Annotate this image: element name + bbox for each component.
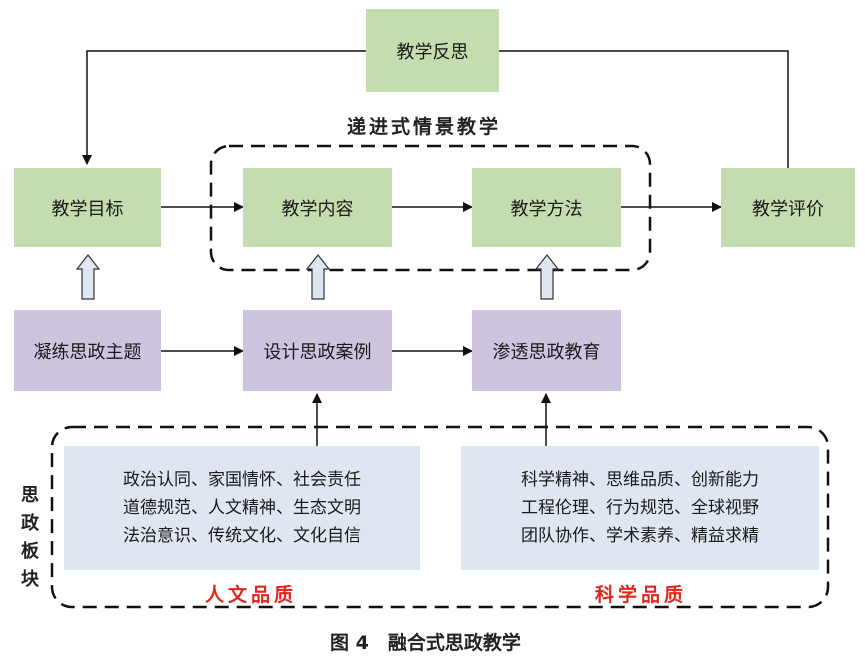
- hollow-arrow-method: [534, 254, 560, 300]
- science-line: 团队协作、学术素养、精益求精: [521, 526, 759, 546]
- node-evaluation: 教学评价: [721, 168, 855, 247]
- node-content: 教学内容: [243, 168, 392, 247]
- node-theme: 凝练思政主题: [14, 310, 161, 391]
- node-case: 设计思政案例: [243, 310, 392, 391]
- module-label-char: 板: [21, 541, 39, 562]
- humanities-line: 法治意识、传统文化、文化自信: [123, 526, 361, 546]
- module-border: [50, 425, 830, 609]
- node-method: 教学方法: [472, 168, 621, 247]
- module-label-char: 思: [21, 485, 39, 506]
- node-infiltrate: 渗透思政教育: [472, 310, 621, 391]
- science-line: 工程伦理、行为规范、全球视野: [521, 498, 759, 518]
- group-title: 递进式情景教学: [347, 116, 502, 138]
- humanities-label: 人文品质: [205, 584, 298, 606]
- humanities-block: 政治认同、家国情怀、社会责任 道德规范、人文精神、生态文明 法治意识、传统文化、…: [64, 446, 420, 570]
- humanities-line: 政治认同、家国情怀、社会责任: [123, 470, 361, 490]
- node-reflection: 教学反思: [366, 9, 499, 92]
- science-line: 科学精神、思维品质、创新能力: [521, 470, 759, 490]
- hollow-arrow-goal: [75, 254, 101, 300]
- module-label-char: 政: [21, 513, 39, 534]
- progressive-group-border: [209, 144, 652, 272]
- humanities-line: 道德规范、人文精神、生态文明: [123, 498, 361, 518]
- hollow-arrow-content: [305, 254, 331, 300]
- module-label: 思 政 板 块: [21, 482, 39, 594]
- figure-caption: 图 4 融合式思政教学: [330, 632, 521, 654]
- science-block: 科学精神、思维品质、创新能力 工程伦理、行为规范、全球视野 团队协作、学术素养、…: [461, 446, 819, 570]
- module-label-char: 块: [21, 569, 39, 590]
- science-label: 科学品质: [595, 584, 688, 606]
- node-goal: 教学目标: [14, 168, 161, 247]
